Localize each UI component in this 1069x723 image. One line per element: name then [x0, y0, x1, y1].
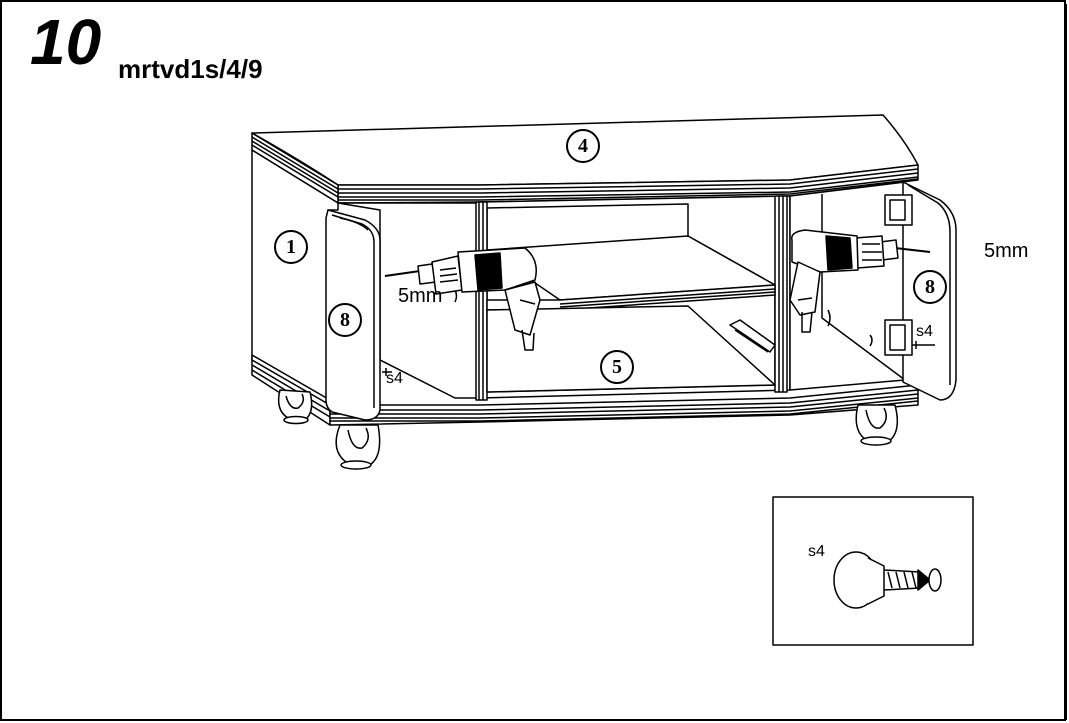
screw-label-left: s4	[386, 370, 403, 387]
part-label-left-door: 8	[328, 303, 362, 337]
screw-label-detail: s4	[808, 543, 825, 560]
part-label-shelf: 5	[600, 350, 634, 384]
leg-back-left	[277, 389, 313, 421]
leg-front-left	[335, 424, 381, 467]
part-label-side-panel: 1	[274, 230, 308, 264]
drill-right	[789, 229, 931, 333]
drill-size-left: 5mm	[398, 285, 443, 307]
product-code: mrtvd1s/4/9	[118, 54, 263, 84]
drill-size-right: 5mm	[984, 240, 1029, 262]
drill-left	[384, 247, 541, 351]
step-number: 10	[30, 6, 102, 78]
screw-label-right: s4	[916, 323, 933, 340]
part-label-right-door: 8	[913, 270, 947, 304]
part-label-top: 4	[566, 129, 600, 163]
